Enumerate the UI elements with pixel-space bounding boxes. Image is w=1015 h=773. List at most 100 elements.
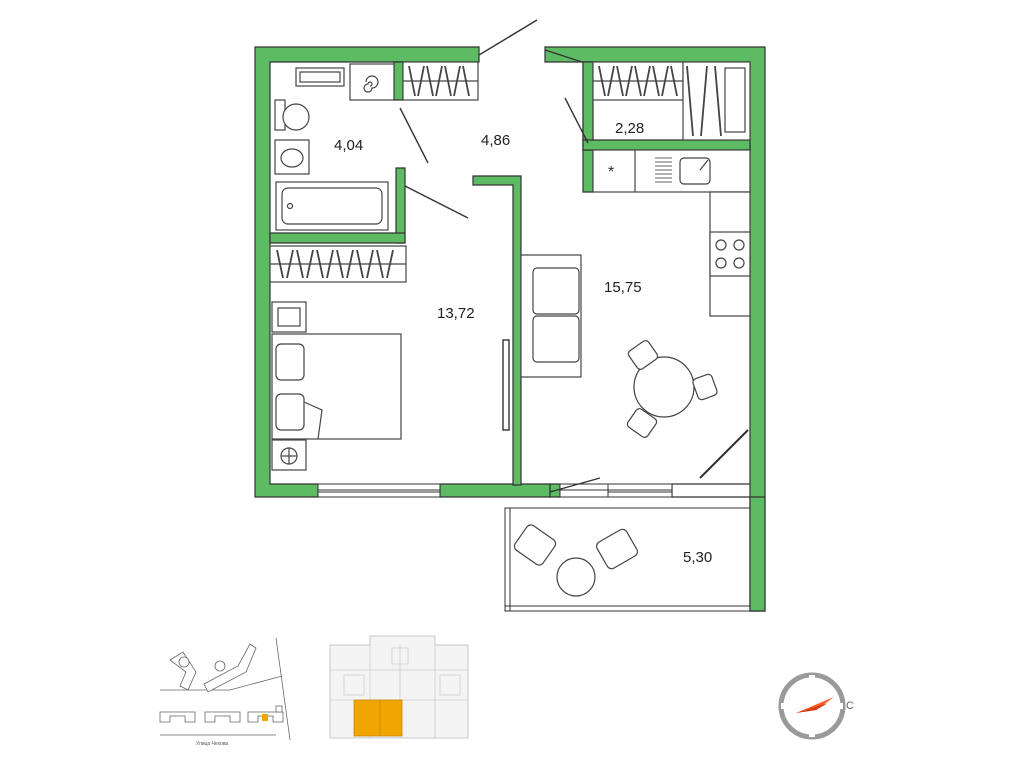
- fridge-icon: *: [608, 164, 614, 181]
- site-building-3: [159, 711, 196, 723]
- burner-icon: [715, 239, 727, 251]
- door-bedroom: [404, 185, 469, 219]
- site-building-4: [204, 711, 241, 723]
- balcony-chair-left: [513, 524, 557, 566]
- hanger: [296, 249, 304, 279]
- hanger: [366, 249, 374, 279]
- washing-machine: [349, 63, 395, 101]
- hangers: [276, 65, 722, 279]
- hanger: [376, 249, 384, 279]
- compass-needle: [796, 697, 834, 713]
- thumbnail-highlight: [353, 699, 403, 737]
- window-living-diagonal: [699, 429, 749, 479]
- area-storage: 2,28: [615, 120, 644, 137]
- bathroom-fixtures: [274, 63, 395, 231]
- hanger: [625, 65, 633, 97]
- hanger: [670, 65, 678, 97]
- hanger: [607, 65, 615, 97]
- wall-center: [472, 175, 522, 486]
- door-bathroom: [399, 107, 429, 164]
- street-label: Улица Чехова: [196, 741, 228, 747]
- kitchen-counter-top: [592, 149, 751, 193]
- door-storage: [564, 97, 589, 144]
- chair-bottom: [626, 408, 658, 438]
- chair-top: [627, 340, 659, 370]
- drainer-icon: [655, 157, 672, 183]
- wall-left-section: [254, 46, 480, 498]
- area-bathroom: 4,04: [334, 137, 363, 154]
- hanger: [453, 65, 461, 97]
- hanger: [616, 65, 624, 97]
- hanger: [652, 65, 660, 97]
- area-balcony: 5,30: [683, 549, 712, 566]
- hanger: [286, 249, 294, 279]
- bedroom-furniture: [271, 301, 402, 471]
- hanger: [462, 65, 470, 97]
- hanger: [326, 249, 334, 279]
- spiral-icon: [363, 75, 379, 93]
- wall-bath-right: [393, 61, 404, 101]
- wall-bath-right-lower: [395, 167, 406, 244]
- hanger: [598, 65, 606, 97]
- balcony-table: [556, 557, 596, 597]
- area-hallway: 4,86: [481, 132, 510, 149]
- site-plan: [159, 637, 291, 741]
- balcony-outline: [504, 507, 751, 612]
- hanger: [700, 65, 708, 137]
- site-building-5: [247, 711, 284, 723]
- hanger: [426, 65, 434, 97]
- hanger: [435, 65, 443, 97]
- hanger: [408, 65, 416, 97]
- pillow-2: [275, 393, 305, 431]
- door-entrance-2: [544, 49, 583, 63]
- hanger: [634, 65, 642, 97]
- chair-right: [692, 373, 718, 401]
- stove: [709, 231, 751, 277]
- compass-letter: С: [846, 700, 854, 712]
- hanger: [444, 65, 452, 97]
- door-balcony: [549, 477, 601, 493]
- wall-bottom-left: [439, 483, 551, 498]
- living-furniture: [520, 254, 718, 438]
- floor-thumbnail: [329, 635, 469, 739]
- bathtub-inner: [281, 187, 383, 225]
- shelf-inner: [299, 71, 341, 83]
- pillow-1: [275, 343, 305, 381]
- kitchen-sink: [679, 157, 711, 185]
- hanger: [346, 249, 354, 279]
- wall-bath-bottom: [269, 232, 406, 244]
- hanger: [686, 65, 694, 137]
- hanger: [643, 65, 651, 97]
- balcony-frame: [504, 507, 751, 612]
- area-bedroom: 13,72: [437, 305, 475, 322]
- hanger: [356, 249, 364, 279]
- windows: [317, 483, 673, 498]
- balcony-chair-right: [596, 528, 638, 570]
- sliding-door: [502, 339, 510, 431]
- sink-bowl: [280, 148, 304, 168]
- hanger: [306, 249, 314, 279]
- toilet-bowl: [282, 103, 310, 131]
- balcony-furniture: [513, 524, 638, 597]
- compass-icon: С: [778, 672, 854, 740]
- door-entrance: [478, 19, 538, 56]
- kitchen: *: [592, 149, 751, 317]
- wall-balcony-right: [749, 496, 766, 612]
- area-labels: 4,04 4,86 2,28 13,72 15,75 5,30: [334, 120, 712, 566]
- area-living-kitchen: 15,75: [604, 279, 642, 296]
- site-highlight: [262, 714, 268, 721]
- hanger: [714, 65, 722, 137]
- hanger: [316, 249, 324, 279]
- blanket-fold: [303, 401, 323, 440]
- wall-storage-bottom: [582, 139, 751, 151]
- hanger: [417, 65, 425, 97]
- hanger: [661, 65, 669, 97]
- hanger: [276, 249, 284, 279]
- hanger: [336, 249, 344, 279]
- nightstand-bottom: [271, 439, 307, 471]
- doors: [399, 19, 749, 493]
- site-building-1: [169, 651, 197, 691]
- site-road: [160, 637, 291, 741]
